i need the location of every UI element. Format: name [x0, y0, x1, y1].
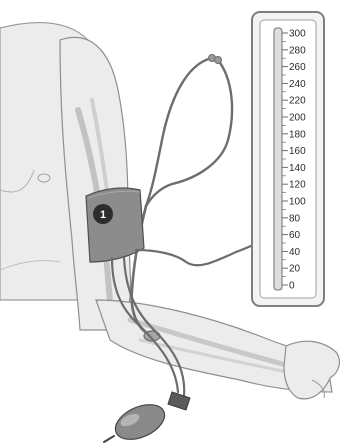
scale-label-40: 40 [289, 247, 301, 258]
scale-label-300: 300 [289, 29, 306, 40]
scale-label-80: 80 [289, 213, 301, 224]
callout-number: 1 [100, 209, 106, 221]
scale-label-140: 140 [289, 163, 306, 174]
callout-badge: 1 [93, 204, 113, 224]
scale-label-280: 280 [289, 45, 306, 56]
scale-label-100: 100 [289, 197, 306, 208]
blood-pressure-cuff-icon [86, 188, 144, 262]
mercury-column [274, 28, 282, 290]
manometer-icon: 300 280 260 240 220 200 180 160 140 120 … [252, 12, 324, 306]
stethoscope-icon [132, 55, 232, 342]
scale-label-200: 200 [289, 113, 306, 124]
inflation-bulb-icon [104, 392, 190, 446]
scale-label-180: 180 [289, 129, 306, 140]
forearm [96, 300, 339, 399]
scale-label-60: 60 [289, 230, 301, 241]
scale-label-260: 260 [289, 62, 306, 73]
scale-label-120: 120 [289, 180, 306, 191]
scale-label-160: 160 [289, 146, 306, 157]
scale-label-240: 240 [289, 79, 306, 90]
scale-label-220: 220 [289, 96, 306, 107]
scale-label-20: 20 [289, 264, 301, 275]
scale-label-0: 0 [289, 281, 295, 292]
earpiece-right [215, 57, 222, 64]
